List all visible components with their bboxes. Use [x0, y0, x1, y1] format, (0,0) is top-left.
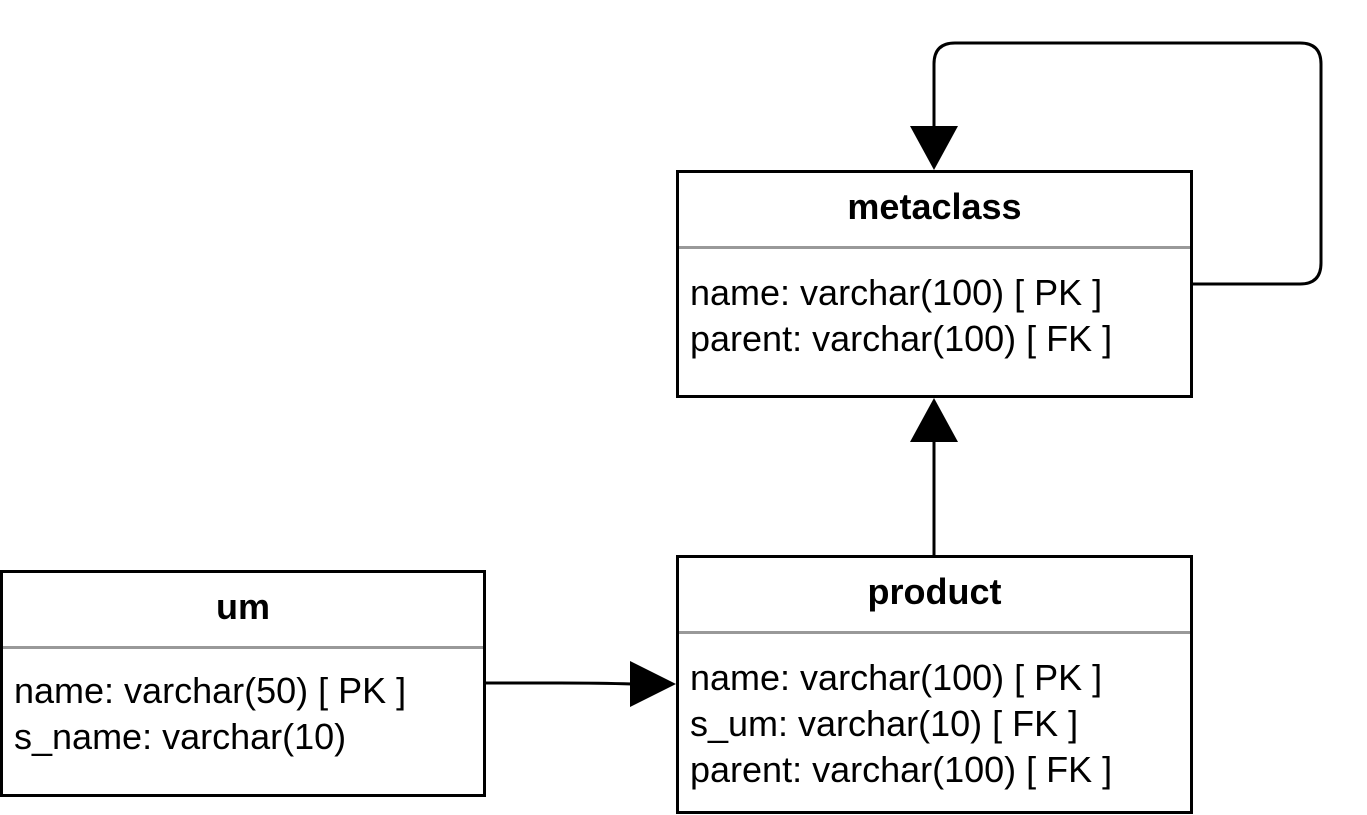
connector-metaclass-self[interactable] — [910, 41, 1323, 286]
field-name: name: varchar(100) [ PK ] — [690, 657, 1103, 698]
arrowhead-icon — [630, 661, 676, 707]
entity-fields: name: varchar(100) [ PK ] parent: varcha… — [690, 270, 1190, 362]
entity-um[interactable]: um name: varchar(50) [ PK ] s_name: varc… — [0, 570, 486, 797]
entity-title: metaclass — [847, 186, 1022, 227]
entity-divider — [3, 646, 483, 649]
entity-title: product — [867, 571, 1002, 612]
entity-fields: name: varchar(50) [ PK ] s_name: varchar… — [14, 668, 483, 760]
field-s-name: s_name: varchar(10) — [14, 716, 347, 757]
field-name: name: varchar(100) [ PK ] — [690, 272, 1103, 313]
connector-product-metaclass[interactable] — [910, 398, 958, 555]
entity-fields: name: varchar(100) [ PK ] s_um: varchar(… — [690, 655, 1190, 793]
connector-um-product[interactable] — [486, 661, 676, 707]
entity-divider — [679, 246, 1190, 249]
field-name: name: varchar(50) [ PK ] — [14, 670, 407, 711]
arrowhead-icon — [910, 398, 958, 442]
entity-metaclass[interactable]: metaclass name: varchar(100) [ PK ] pare… — [676, 170, 1193, 398]
entity-product[interactable]: product name: varchar(100) [ PK ] s_um: … — [676, 555, 1193, 814]
field-s-um: s_um: varchar(10) [ FK ] — [690, 703, 1079, 744]
field-parent: parent: varchar(100) [ FK ] — [690, 749, 1113, 790]
arrowhead-icon — [910, 126, 958, 170]
entity-title: um — [216, 586, 270, 627]
entity-divider — [679, 631, 1190, 634]
field-parent: parent: varchar(100) [ FK ] — [690, 318, 1113, 359]
